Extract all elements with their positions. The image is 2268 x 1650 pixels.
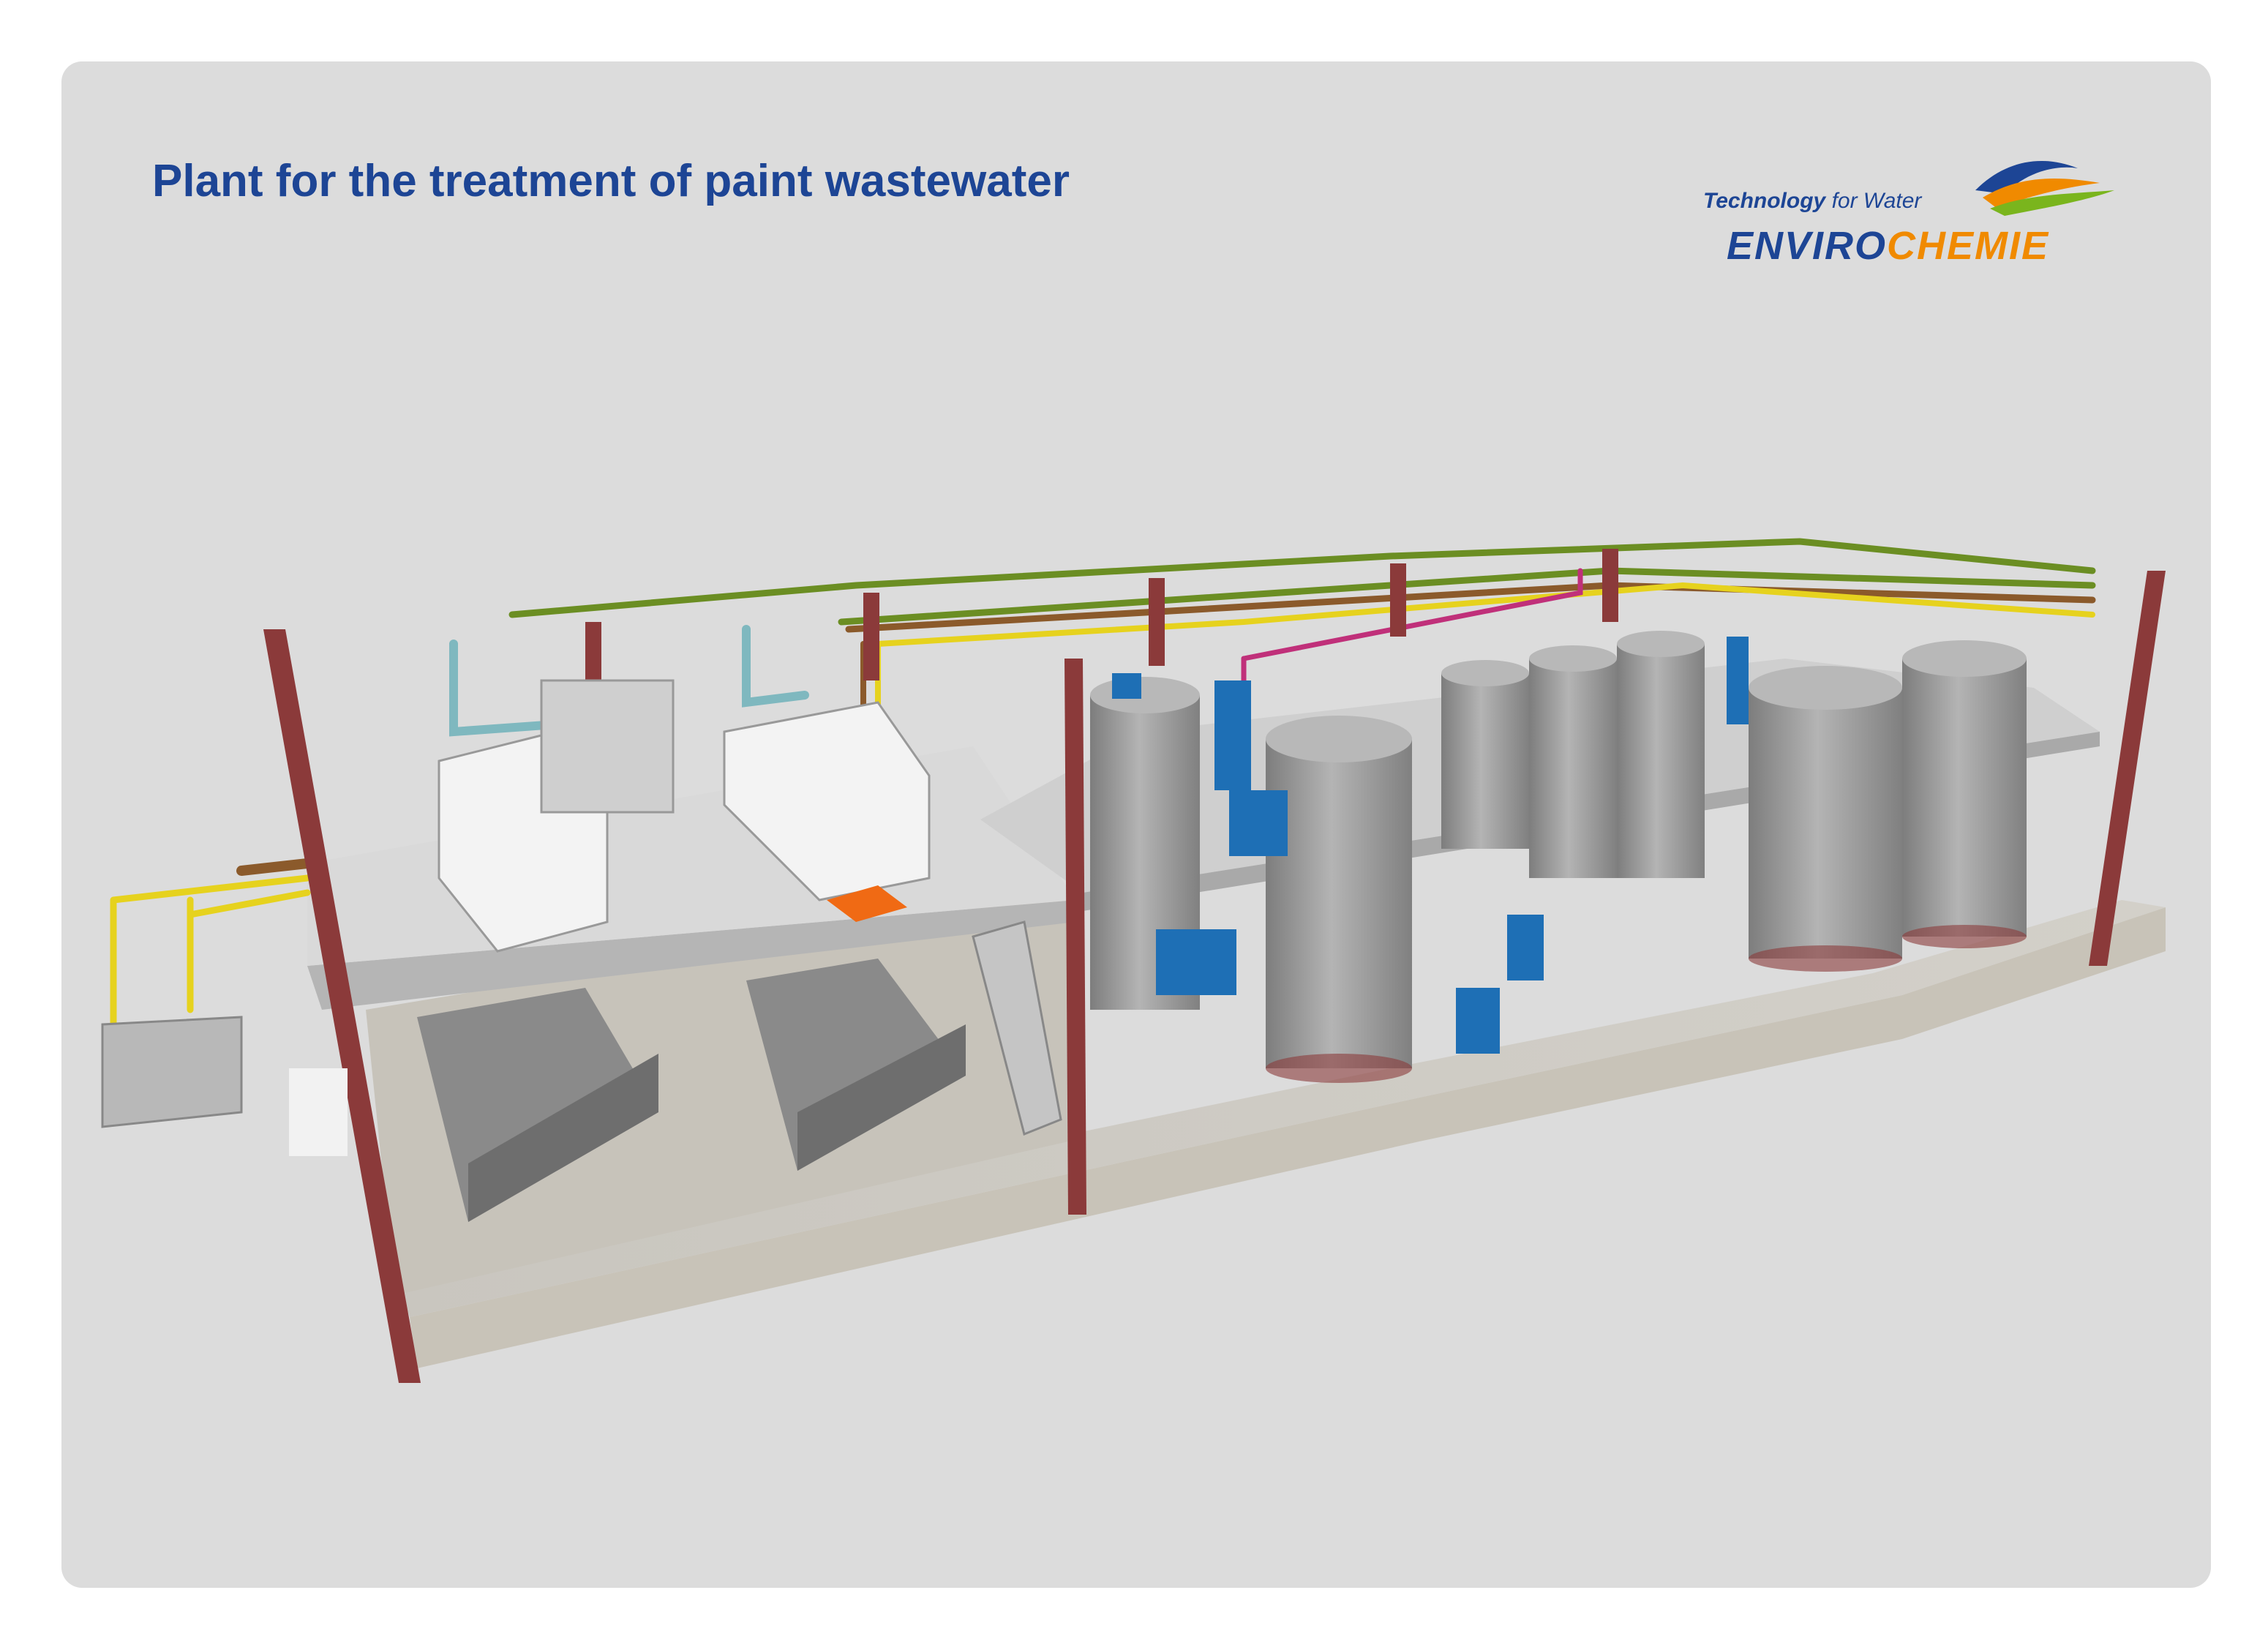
tank-6: [1749, 666, 1902, 972]
tank-4: [1529, 645, 1617, 878]
tank-3: [1441, 660, 1529, 849]
pallet: [827, 885, 907, 922]
tank-5: [1617, 631, 1705, 878]
sludge-container-2: [746, 959, 966, 1171]
foundation-slab: [395, 900, 2166, 1368]
control-cabinet: [101, 1016, 348, 1156]
brand-part-2: CHEMIE: [1887, 224, 2050, 268]
tank-1: [1090, 677, 1200, 1010]
tagline-prefix: Technology: [1703, 189, 1826, 213]
structural-columns: [263, 549, 2166, 1383]
filter-press-1: [438, 679, 675, 953]
page-title: Plant for the treatment of paint wastewa…: [152, 156, 1070, 206]
tagline-suffix: for Water: [1825, 189, 1922, 213]
tank-2: [1266, 716, 1412, 1083]
logo-tagline: Technology for Water: [1703, 189, 1921, 214]
brand-part-1: ENVIRO: [1727, 224, 1888, 268]
filter-press-2: [723, 701, 931, 901]
stairs: [972, 920, 1062, 1136]
sludge-container-1: [417, 988, 658, 1222]
tank-7: [1902, 640, 2027, 948]
pump-units: [1112, 637, 1749, 1054]
brand-name: ENVIROCHEMIE: [1727, 223, 2049, 269]
